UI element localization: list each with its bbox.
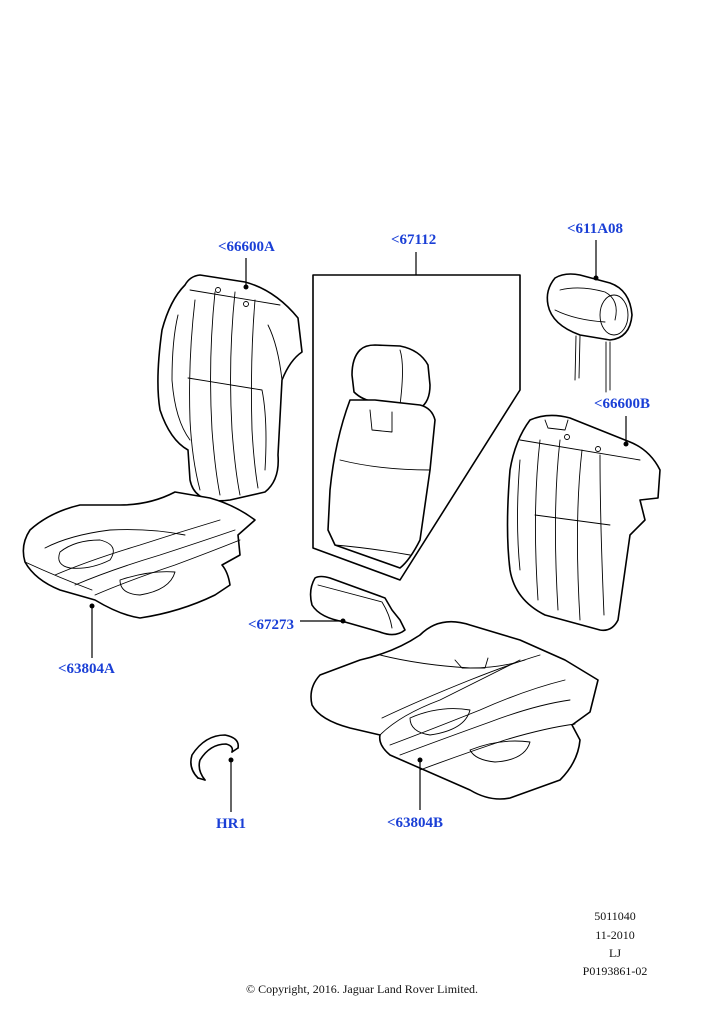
callout-67273[interactable]: <67273 xyxy=(248,617,295,633)
leader-lines xyxy=(89,240,629,812)
diagram-initials: LJ xyxy=(609,946,621,960)
left-seat-backrest[interactable] xyxy=(157,274,303,502)
callout-66600A[interactable]: <66600A xyxy=(218,239,275,255)
diagram-reference: P0193861-02 xyxy=(582,964,648,978)
callout-66600B[interactable]: <66600B xyxy=(594,396,651,412)
callout-67112[interactable]: <67112 xyxy=(391,232,437,248)
right-seat-backrest[interactable] xyxy=(506,414,661,632)
diagram-code: 5011040 xyxy=(594,909,636,923)
callout-611A08[interactable]: <611A08 xyxy=(567,221,624,237)
callout-63804B[interactable]: <63804B xyxy=(387,815,444,831)
center-backrest[interactable] xyxy=(327,344,436,569)
callout-63804A[interactable]: <63804A xyxy=(58,661,115,677)
center-backrest-frame xyxy=(312,274,521,581)
callout-HR1[interactable]: HR1 xyxy=(216,816,246,832)
headrest[interactable] xyxy=(546,273,633,393)
copyright-notice: © Copyright, 2016. Jaguar Land Rover Lim… xyxy=(245,982,479,996)
center-armrest-trim[interactable] xyxy=(309,575,406,636)
diagram-date: 11-2010 xyxy=(595,928,635,942)
rear-seat-cushion[interactable] xyxy=(310,620,599,800)
hog-ring[interactable] xyxy=(190,734,240,781)
left-seat-cushion[interactable] xyxy=(22,491,256,619)
